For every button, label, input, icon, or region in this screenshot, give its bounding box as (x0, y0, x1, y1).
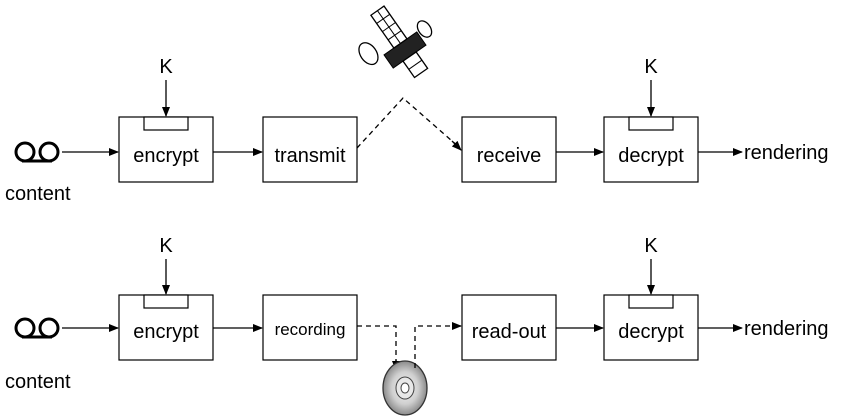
read-out-block: read-out (461, 294, 557, 361)
row-broadcast: content encrypt K transmit (5, 5, 829, 205)
key-label: K (644, 235, 658, 257)
receive-block: receive (461, 116, 557, 183)
output-label: rendering (744, 142, 829, 164)
key-label: K (159, 56, 173, 78)
link-to-disc (357, 325, 397, 368)
cassette-icon (14, 141, 60, 163)
stage-label: receive (477, 145, 541, 167)
stage-label: encrypt (133, 145, 199, 167)
satellite-icon (358, 5, 433, 79)
encrypt-block: encrypt (118, 294, 214, 361)
key-slot (143, 294, 189, 309)
transmit-block: transmit (262, 116, 358, 183)
stage-label: recording (275, 320, 346, 339)
key-label: K (644, 56, 658, 78)
link-from-disc (414, 325, 460, 368)
stage-label: transmit (274, 145, 346, 167)
recording-block: recording (262, 294, 358, 361)
key-slot (628, 294, 674, 309)
cassette-icon (14, 317, 60, 339)
key-label: K (159, 235, 173, 257)
arrow-to-receive (451, 140, 462, 151)
stage-label: decrypt (618, 321, 684, 343)
key-slot (143, 116, 189, 131)
decrypt-block: decrypt (603, 116, 699, 183)
link-satellite (356, 97, 461, 149)
row-storage: content encrypt K recording read-out (5, 235, 829, 416)
source-label: content (5, 371, 71, 393)
output-label: rendering (744, 318, 829, 340)
source-label: content (5, 183, 71, 205)
decrypt-block: decrypt (603, 294, 699, 361)
stage-label: decrypt (618, 145, 684, 167)
encrypt-block: encrypt (118, 116, 214, 183)
stage-label: read-out (472, 321, 547, 343)
disc-icon (382, 360, 428, 416)
key-slot (628, 116, 674, 131)
stage-label: encrypt (133, 321, 199, 343)
